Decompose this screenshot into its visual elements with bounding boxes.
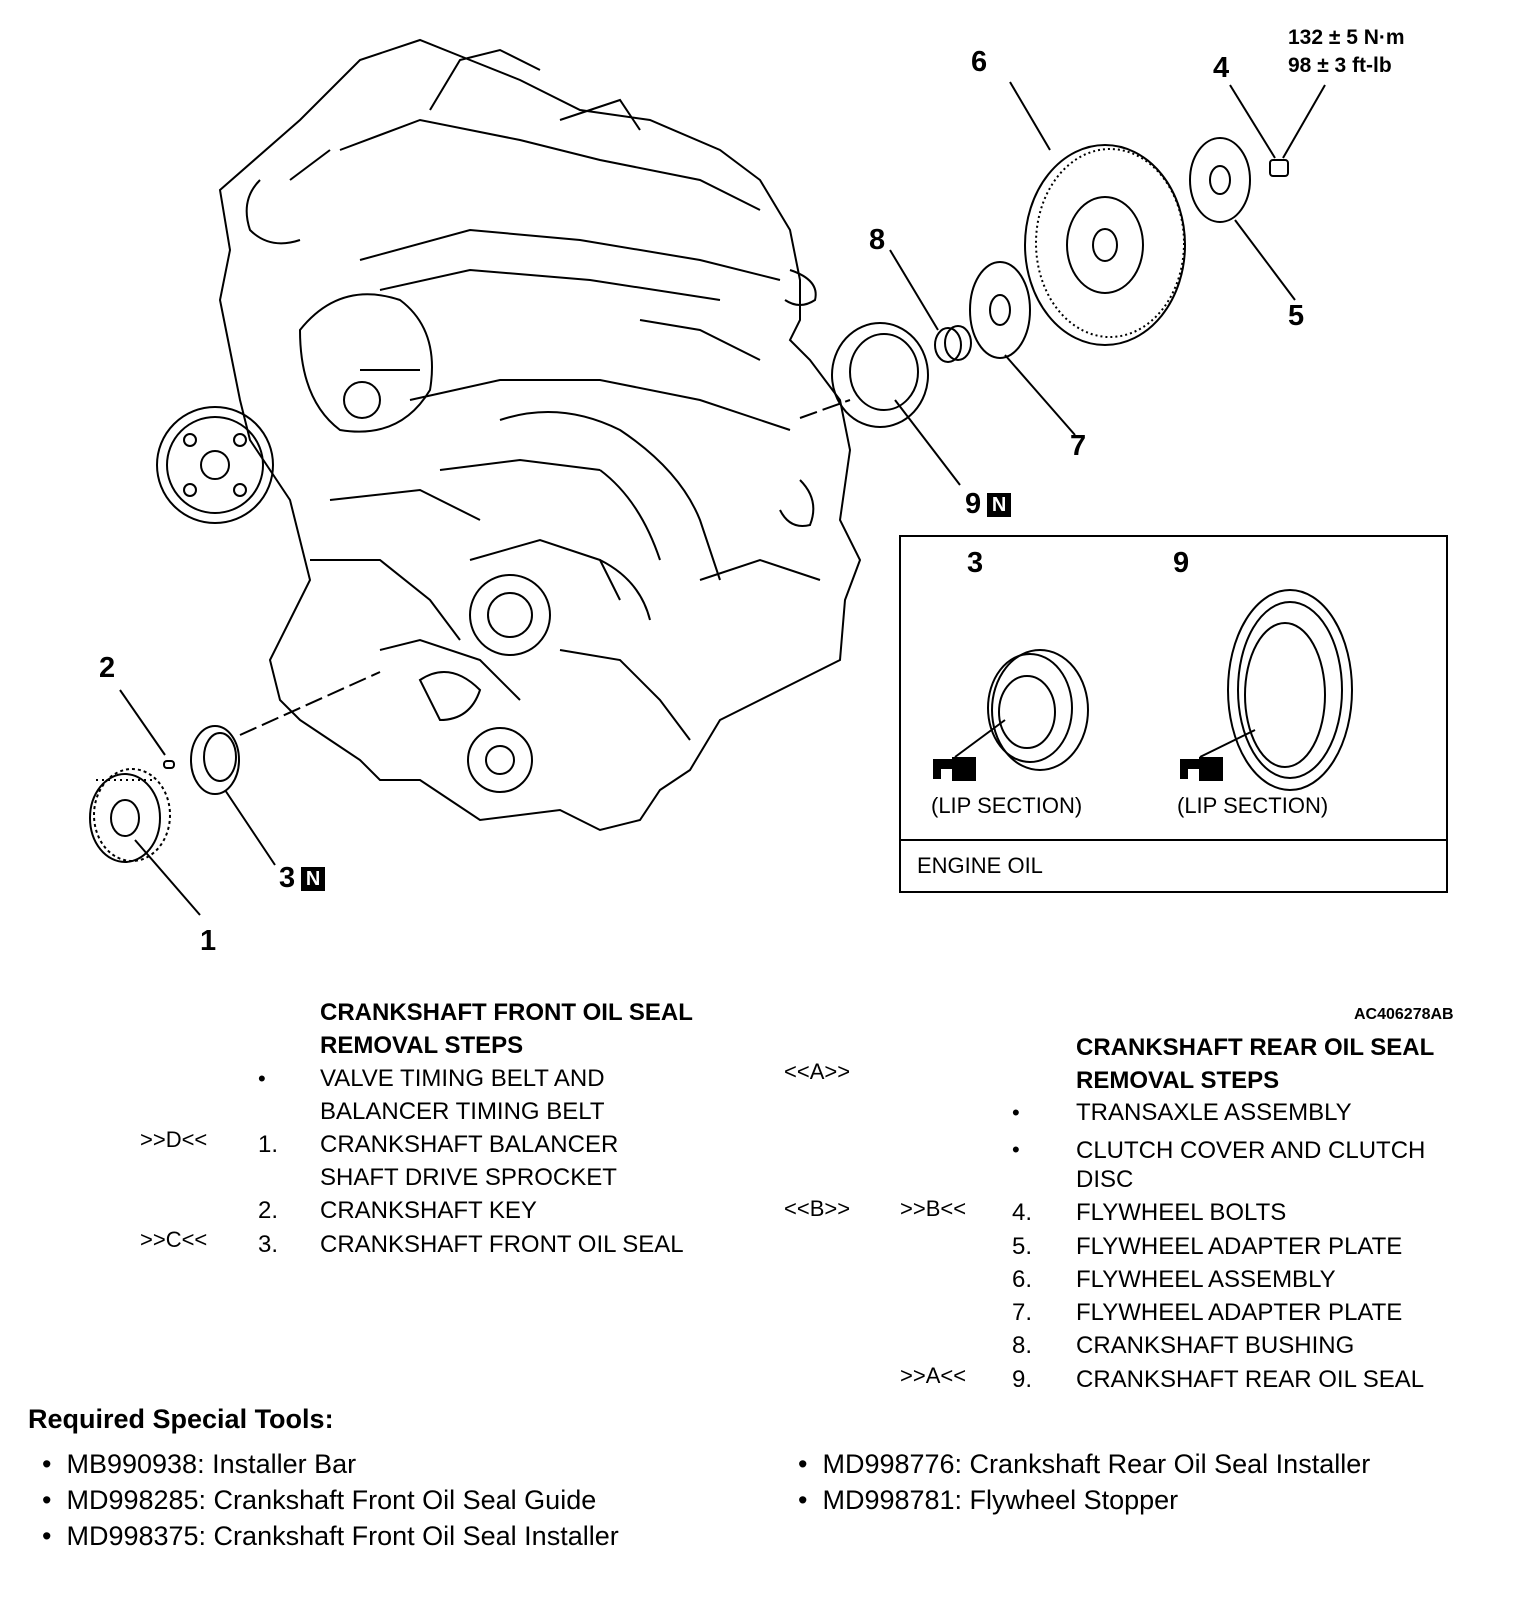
front-step-mark-3: >>C<< — [140, 1227, 208, 1252]
rear-step-num-6: 6. — [1012, 1266, 1033, 1293]
crankshaft-bushing — [934, 325, 972, 363]
torque-ftlb: 98 ± 3 ft-lb — [1288, 54, 1392, 77]
front-seal-centerline — [239, 671, 381, 736]
tool-text: MB990938: Installer Bar — [66, 1449, 357, 1479]
front-step-row-3: SHAFT DRIVE SPROCKET — [320, 1164, 617, 1191]
new-part-badge: N — [987, 493, 1012, 518]
rear-step-bullet-1: • — [1012, 1100, 1020, 1125]
balancer-drive-sprocket — [89, 768, 171, 863]
front-steps-title-line1: CRANKSHAFT FRONT OIL SEAL — [320, 999, 693, 1026]
tool-bullet: • — [798, 1449, 808, 1479]
lip-section-label-front: (LIP SECTION) — [931, 793, 1083, 818]
callout-8: 8 — [869, 224, 886, 256]
callout-3-number: 3 — [279, 862, 296, 894]
inset-label-3: 3 — [967, 547, 984, 579]
inset-front-seal — [954, 649, 1089, 771]
rear-step-row-3: DISC — [1076, 1166, 1134, 1193]
oil-can-icon-rear — [1180, 757, 1223, 781]
rear-steps-title-line1: CRANKSHAFT REAR OIL SEAL — [1076, 1034, 1435, 1061]
rear-step-row-7: FLYWHEEL ADAPTER PLATE — [1076, 1299, 1403, 1326]
water-pump-pulley — [156, 406, 274, 524]
tool-text: MD998375: Crankshaft Front Oil Seal Inst… — [66, 1521, 619, 1551]
tool-bullet: • — [798, 1485, 808, 1515]
engine-exploded-diagram — [89, 38, 1353, 916]
rear-step-row-4: FLYWHEEL BOLTS — [1076, 1199, 1287, 1226]
callout-4: 4 — [1213, 52, 1230, 84]
callout-2: 2 — [99, 652, 116, 684]
tool-item-left-2: • MD998375: Crankshaft Front Oil Seal In… — [42, 1521, 619, 1552]
rear-step-num-8: 8. — [1012, 1332, 1033, 1359]
front-step-num-3: 3. — [258, 1231, 279, 1258]
rear-pre-mark-A: <<A>> — [784, 1059, 851, 1084]
front-oil-seal — [190, 725, 240, 795]
rear-steps-title: CRANKSHAFT REAR OIL SEAL REMOVAL STEPS — [1076, 1031, 1434, 1097]
tool-text: MD998285: Crankshaft Front Oil Seal Guid… — [66, 1485, 597, 1515]
inset-label-9: 9 — [1173, 547, 1190, 579]
tool-text: MD998776: Crankshaft Rear Oil Seal Insta… — [822, 1449, 1371, 1479]
inset-rear-seal — [1199, 589, 1353, 791]
front-step-row-2: CRANKSHAFT BALANCER — [320, 1131, 619, 1158]
flywheel-adapter-plate-7 — [969, 261, 1031, 359]
tool-bullet: • — [42, 1485, 52, 1515]
tool-item-left-0: • MB990938: Installer Bar — [42, 1449, 356, 1480]
rear-step-row-5: FLYWHEEL ADAPTER PLATE — [1076, 1233, 1403, 1260]
front-step-bullet: • — [258, 1066, 266, 1091]
tool-item-right-0: • MD998776: Crankshaft Rear Oil Seal Ins… — [798, 1449, 1370, 1480]
tool-text: MD998781: Flywheel Stopper — [822, 1485, 1179, 1515]
oil-can-icon-front — [933, 757, 976, 781]
front-step-row-0: VALVE TIMING BELT AND — [320, 1065, 605, 1092]
rear-step-mark-9: >>A<< — [900, 1363, 967, 1388]
front-steps-title: CRANKSHAFT FRONT OIL SEAL REMOVAL STEPS — [320, 996, 693, 1062]
torque-spec: 132 ± 5 N·m 98 ± 3 ft-lb — [1288, 24, 1405, 80]
leader-lines — [119, 81, 1326, 916]
torque-nm: 132 ± 5 N·m — [1288, 26, 1405, 49]
front-step-row-1: BALANCER TIMING BELT — [320, 1098, 605, 1125]
engine-oil-legend: ENGINE OIL — [917, 853, 1043, 878]
front-step-row-5: CRANKSHAFT FRONT OIL SEAL — [320, 1231, 684, 1258]
front-step-mark-1: >>D<< — [140, 1127, 208, 1152]
rear-step-row-8: CRANKSHAFT BUSHING — [1076, 1332, 1355, 1359]
flywheel-bolt — [1269, 159, 1289, 177]
lip-section-inset: 3 9 (LIP SECTION) (LIP SECTION) ENGINE O… — [899, 535, 1448, 893]
flywheel-adapter-plate-5 — [1189, 137, 1251, 223]
figure-code: AC406278AB — [1354, 1006, 1454, 1023]
callout-9-number: 9 — [965, 488, 982, 520]
rear-step-num-4: 4. — [1012, 1199, 1033, 1226]
rear-step-row-1: TRANSAXLE ASSEMBLY — [1076, 1099, 1352, 1126]
tools-heading: Required Special Tools: — [28, 1404, 334, 1434]
rear-step-row-9: CRANKSHAFT REAR OIL SEAL — [1076, 1366, 1425, 1393]
crankshaft-key — [163, 760, 175, 769]
rear-step-bullet-2: • — [1012, 1137, 1020, 1162]
front-step-num-2: 2. — [258, 1197, 279, 1224]
front-steps-title-line2: REMOVAL STEPS — [320, 1032, 524, 1059]
tool-bullet: • — [42, 1521, 52, 1551]
rear-step-row-6: FLYWHEEL ASSEMBLY — [1076, 1266, 1336, 1293]
callout-7: 7 — [1070, 430, 1087, 462]
callout-6: 6 — [971, 46, 988, 78]
rear-step-num-9: 9. — [1012, 1366, 1033, 1393]
inset-divider — [901, 839, 1446, 841]
tool-bullet: • — [42, 1449, 52, 1479]
rear-steps-title-line2: REMOVAL STEPS — [1076, 1067, 1280, 1094]
rear-step-mark-4: >>B<< — [900, 1196, 967, 1221]
engine-block — [218, 38, 862, 832]
front-step-row-4: CRANKSHAFT KEY — [320, 1197, 537, 1224]
rear-step-num-7: 7. — [1012, 1299, 1033, 1326]
new-part-badge: N — [301, 867, 326, 892]
front-step-num-1: 1. — [258, 1131, 279, 1158]
tool-item-left-1: • MD998285: Crankshaft Front Oil Seal Gu… — [42, 1485, 596, 1516]
rear-pre-mark-B: <<B>> — [784, 1196, 851, 1221]
callout-1: 1 — [200, 925, 217, 957]
lip-section-label-rear: (LIP SECTION) — [1177, 793, 1329, 818]
callout-5: 5 — [1288, 300, 1305, 332]
rear-step-num-5: 5. — [1012, 1233, 1033, 1260]
rear-step-row-2: CLUTCH COVER AND CLUTCH — [1076, 1137, 1426, 1164]
rear-seal-centerline — [799, 399, 851, 419]
rear-oil-seal — [831, 322, 929, 428]
tool-item-right-1: • MD998781: Flywheel Stopper — [798, 1485, 1178, 1516]
flywheel-assembly — [1024, 144, 1186, 346]
